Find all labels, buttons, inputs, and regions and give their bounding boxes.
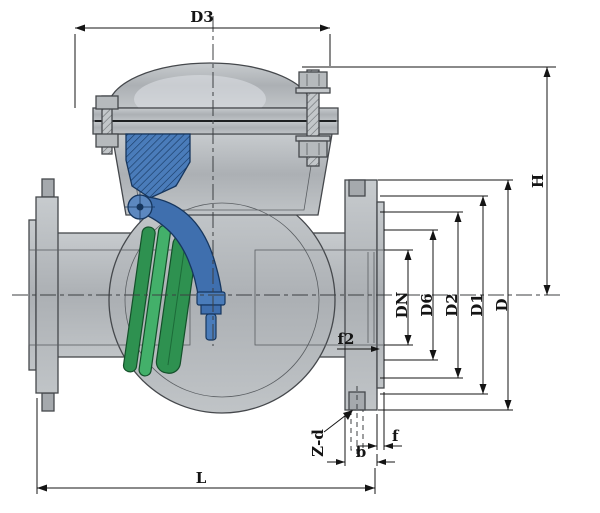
d3-label: D3 [190, 8, 213, 26]
d3-extension-lines [74, 34, 331, 108]
diameter-arrowheads [404, 180, 512, 410]
h-label: H [529, 174, 547, 188]
inlet-flange-bolt-tab-bottom [41, 392, 55, 412]
inlet-flange-bolt-tab-top [41, 178, 55, 198]
disc-washer [200, 304, 222, 315]
diameter-extension-lines [378, 179, 513, 411]
nut-left-bottom [95, 133, 119, 148]
b-extension-lines [344, 414, 378, 466]
f-label: f [392, 427, 400, 445]
b-label: b [356, 443, 367, 461]
washer-right-top [295, 87, 331, 94]
disc-bolt-shaft [205, 313, 217, 341]
flange-bolt-hole-detail [350, 386, 364, 458]
cover-flange-upper [92, 107, 339, 122]
d1-label: D1 [468, 293, 486, 316]
dn-label: DN [393, 291, 411, 318]
f2-arrowhead [371, 346, 380, 352]
valve-body [28, 62, 385, 414]
zd-arrowhead [343, 410, 353, 420]
disc-group [122, 224, 198, 377]
f-arrowheads [368, 443, 393, 449]
f-extension-lines [376, 392, 385, 450]
nut-right-top [298, 71, 328, 89]
dimension-zd: Z-d [309, 410, 353, 457]
seat-ring-lines [367, 252, 375, 343]
disc-plate-detail-line [167, 242, 186, 366]
dimension-diameters: DN D6 D2 D1 D [378, 179, 513, 411]
l-extension-lines [36, 398, 376, 494]
d6-label: D6 [418, 293, 436, 316]
outlet-bore [254, 249, 385, 346]
bolt-assembly-left [95, 95, 119, 155]
d2-label: D2 [443, 293, 461, 316]
dimension-b: b [327, 414, 395, 466]
dimension-d3: D3 [74, 8, 331, 108]
dimension-l: L [36, 398, 376, 494]
nut-facet-lines [306, 74, 320, 155]
f2-label: f2 [338, 330, 355, 348]
dimension-h: H [302, 66, 556, 295]
dimension-f: f [360, 392, 402, 450]
disc-nut [196, 291, 226, 306]
diameter-dimension-lines [407, 180, 509, 410]
washer-right-bottom [295, 135, 331, 142]
outlet-bolt-hole-top [348, 179, 366, 197]
l-label: L [196, 469, 207, 487]
hinge-bracket [125, 133, 191, 199]
bolt-assembly-right [295, 69, 331, 167]
disc-ring-outer [122, 226, 156, 373]
hinge-pin-crosshair [125, 192, 155, 222]
d-label: D [493, 298, 511, 311]
cover-flange-lower [92, 120, 339, 135]
nut-right-bottom [298, 140, 328, 158]
chamber-interior [124, 202, 320, 398]
outlet-bolt-hole-bottom [348, 391, 366, 411]
dimension-f2: f2 [337, 330, 380, 352]
nut-left-top [95, 95, 119, 110]
zd-label: Z-d [309, 429, 327, 457]
